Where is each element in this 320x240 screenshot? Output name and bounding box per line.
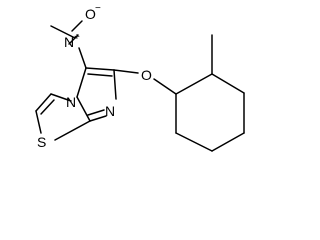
bond-no-single bbox=[68, 34, 79, 45]
bond-c3-c2-a bbox=[35, 93, 52, 112]
bond-nlower-c7a-a bbox=[89, 115, 107, 122]
bond-c5-c6-b bbox=[87, 73, 113, 77]
bond-nbridge-c7a bbox=[76, 96, 91, 122]
atom-ring-s: S bbox=[37, 134, 46, 150]
bond-n-c5 bbox=[78, 47, 87, 69]
atom-ring-n-bridge: N bbox=[66, 94, 76, 110]
molecule-structure: O − N + N N O S bbox=[35, 3, 245, 152]
atom-label-group: O − N + N N O S bbox=[37, 3, 152, 150]
bond-nlower-c7a-b bbox=[87, 109, 105, 116]
bond-c3-c2-b bbox=[40, 99, 55, 115]
bond-chx-4-5 bbox=[211, 132, 245, 152]
bond-chx-1-2 bbox=[175, 73, 213, 95]
bond-no-double bbox=[71, 20, 83, 32]
bond-c5-nbridge bbox=[76, 67, 87, 98]
bond-nbridge-c3 bbox=[50, 93, 72, 102]
atom-nitro-o-charge: − bbox=[95, 3, 101, 14]
atom-nitro-n-charge: + bbox=[74, 32, 80, 43]
atom-ring-n-lower: N bbox=[105, 103, 115, 119]
bond-chx-2-3 bbox=[211, 73, 245, 94]
atom-ether-o: O bbox=[141, 67, 152, 83]
bond-s-c7a bbox=[54, 120, 91, 141]
atom-nitro-o-top: O bbox=[85, 6, 96, 22]
atom-nitro-n: N bbox=[64, 34, 74, 50]
bond-o-chx bbox=[153, 78, 177, 95]
bond-no-top bbox=[50, 25, 76, 39]
bond-c2-s bbox=[35, 110, 42, 134]
bond-chx-5-6 bbox=[175, 132, 213, 152]
bond-c5-c6-a bbox=[85, 67, 115, 71]
bond-c6-o bbox=[113, 69, 139, 74]
bond-group bbox=[35, 20, 245, 152]
bond-c6-nlower bbox=[113, 69, 117, 100]
